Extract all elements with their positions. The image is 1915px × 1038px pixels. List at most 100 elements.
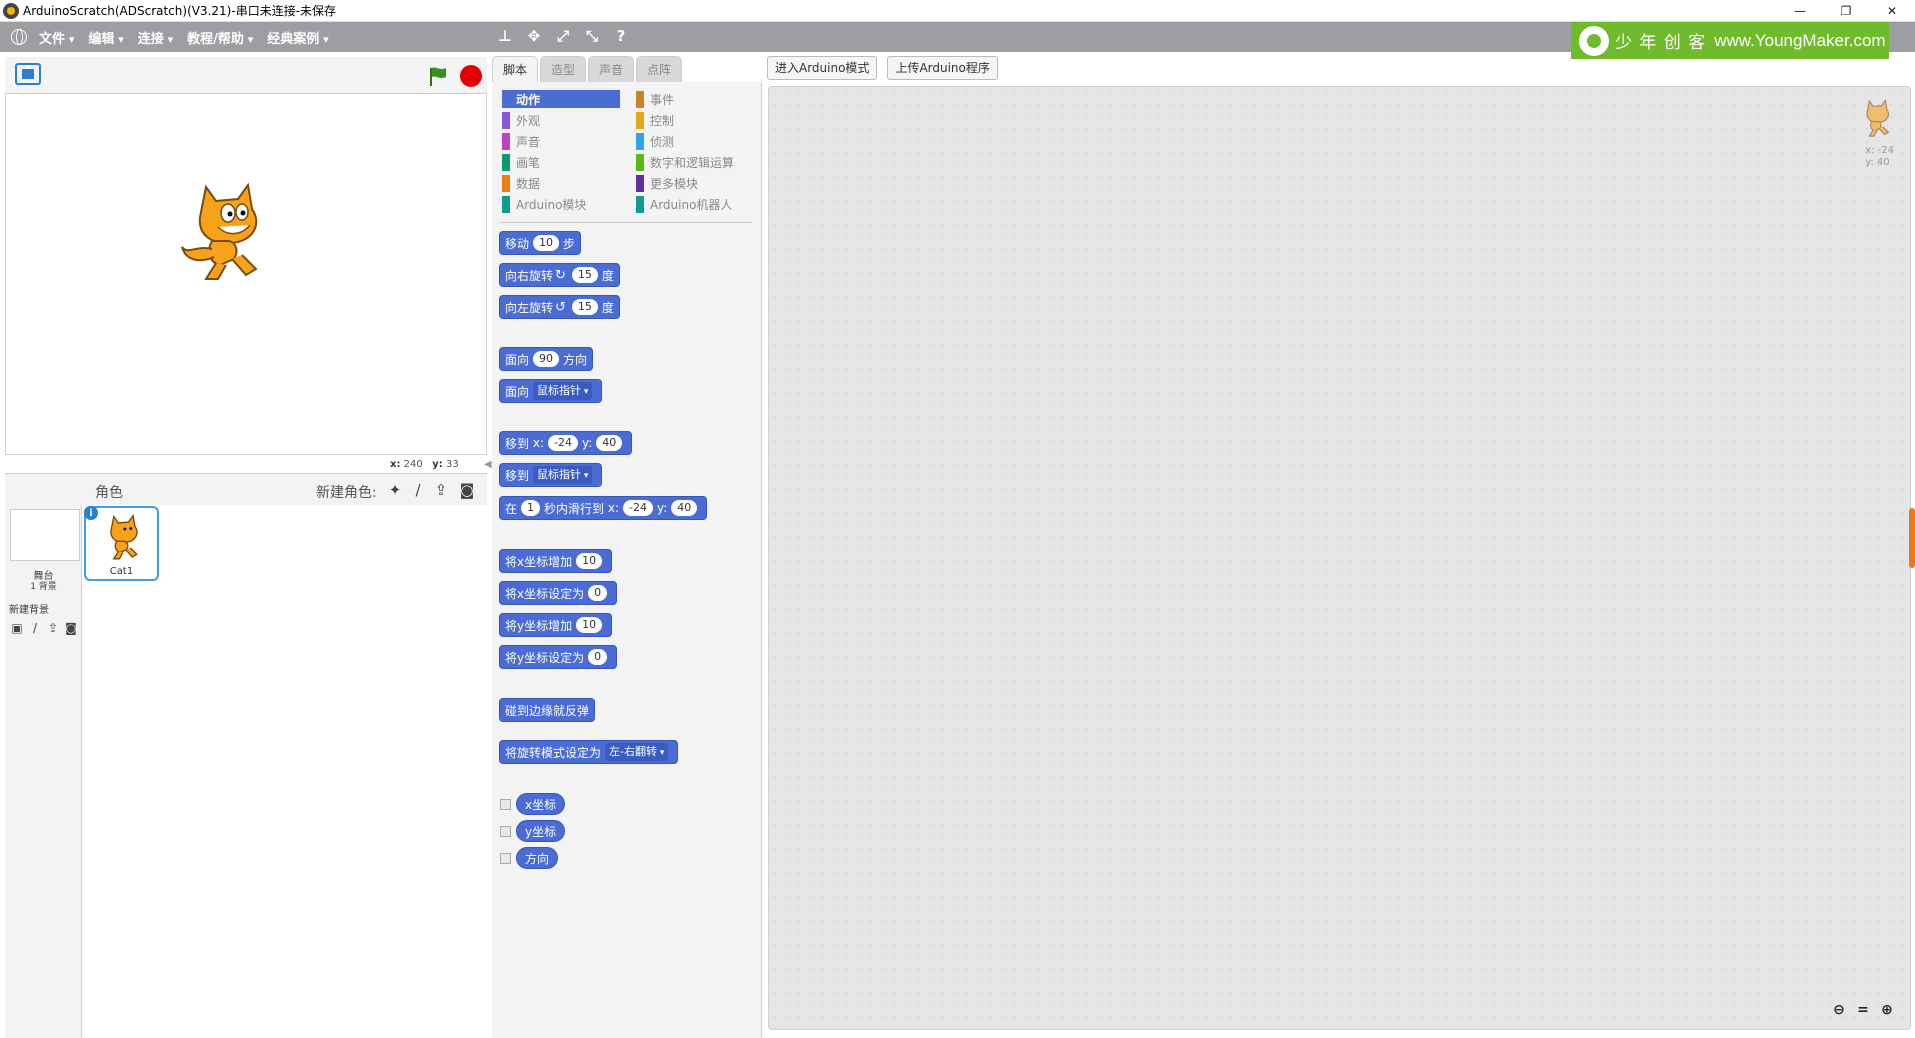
tab-sounds[interactable]: 声音 [588,56,635,83]
menu-edit[interactable]: 编辑 [88,28,123,47]
sprite-pane-header: 角色 新建角色: ✦ / ⇪ ◙ [5,473,487,505]
category-control[interactable]: 控制 [636,111,674,129]
mouse-y: 33 [446,459,459,470]
green-flag-icon[interactable] [427,65,449,87]
cut-icon[interactable]: ✥ [527,27,541,45]
checkbox-y-position[interactable] [500,826,511,837]
category-motion[interactable]: 动作 [502,90,620,108]
stamp-icon[interactable]: ⊥ [498,27,512,45]
checkbox-x-position[interactable] [500,799,511,810]
scrollbar-handle[interactable] [1909,508,1915,568]
menu-file[interactable]: 文件 [39,28,74,47]
stage-canvas[interactable] [5,93,487,455]
reporter-x-position[interactable]: x坐标 [516,793,566,815]
current-sprite-icon [1866,98,1890,137]
category-more-blocks[interactable]: 更多模块 [636,174,698,192]
minimize-icon[interactable]: — [1794,4,1806,18]
menu-connect[interactable]: 连接 [138,28,173,47]
block-goto[interactable]: 移到鼠标指针 [499,463,603,487]
menu-examples[interactable]: 经典案例 [267,28,328,47]
block-rotation-style[interactable]: 将旋转模式设定为左-右翻转 [499,740,679,764]
paint-backdrop-icon[interactable]: / [32,621,38,635]
sprite-name: Cat1 [109,566,134,577]
stop-icon[interactable] [460,65,482,87]
category-operators[interactable]: 数字和逻辑运算 [636,153,734,171]
upload-arduino-button[interactable]: 上传Arduino程序 [887,56,998,80]
info-icon[interactable]: i [84,506,98,520]
help-icon[interactable]: ? [616,27,626,45]
choose-sprite-icon[interactable]: ✦ [388,481,402,499]
window-controls: — ❐ ✕ [1777,0,1915,22]
stage-coords: x: 240 y: 33 [390,459,459,470]
backdrop-count: 1 背景 [30,582,57,592]
cursor-tools: ⊥ ✥ ⤢ ⤡ ? [496,27,630,45]
sprite-list: i Cat1 [83,505,487,1038]
checkbox-direction[interactable] [500,853,511,864]
category-events[interactable]: 事件 [636,90,674,108]
rotation-style-dropdown[interactable]: 左-右翻转 [605,743,669,761]
zoom-in-icon[interactable]: ⊕ [1881,1002,1893,1018]
window-title: ArduinoScratch(ADScratch)(V3.21)-串口未连接-未… [23,4,337,18]
upload-sprite-icon[interactable]: ⇪ [434,481,448,499]
arduino-mode-button[interactable]: 进入Arduino模式 [767,56,878,80]
choose-backdrop-icon[interactable]: ▣ [11,621,23,635]
collapse-stage-icon[interactable]: ◀ [484,459,492,470]
sprite-tile-cat1[interactable]: i Cat1 [84,506,159,581]
reporter-direction[interactable]: 方向 [516,847,559,869]
brand-banner: 少 年 创 客 www.YoungMaker.com [1571,22,1889,59]
stage-selector[interactable]: 舞台 1 背景 新建背景 ▣ / ⇪ ◙ [5,505,82,1038]
category-arduino-modules[interactable]: Arduino模块 [502,195,586,213]
brand-url: www.YoungMaker.com [1714,30,1886,50]
sprite-position: x: -24 y: 40 [1865,145,1894,169]
goto-dropdown[interactable]: 鼠标指针 [533,466,593,484]
zoom-reset-icon[interactable]: = [1857,1002,1869,1018]
category-arduino-robot[interactable]: Arduino机器人 [636,195,732,213]
point-towards-dropdown[interactable]: 鼠标指针 [533,382,593,400]
turn-right-icon: ↻ [555,267,566,283]
upload-backdrop-icon[interactable]: ⇪ [47,621,59,635]
script-area[interactable]: x: -24 y: 40 ⊖ = ⊕ [768,86,1911,1030]
tab-matrix[interactable]: 点阵 [636,56,683,83]
restore-icon[interactable]: ❐ [1840,4,1852,18]
category-data[interactable]: 数据 [502,174,540,192]
new-backdrop-label: 新建背景 [9,605,49,616]
camera-backdrop-icon[interactable]: ◙ [65,621,77,635]
arduino-buttons: 进入Arduino模式 上传Arduino程序 [767,56,998,80]
camera-sprite-icon[interactable]: ◙ [459,481,475,499]
zoom-controls: ⊖ = ⊕ [1830,1001,1896,1019]
grow-icon[interactable]: ⤢ [556,27,569,45]
zoom-out-icon[interactable]: ⊖ [1833,1002,1845,1018]
new-sprite-label: 新建角色: [316,485,377,501]
stage-thumbnail[interactable] [10,509,80,561]
block-bounce[interactable]: 碰到边缘就反弹 [499,698,596,722]
category-sound[interactable]: 声音 [502,132,540,150]
category-looks[interactable]: 外观 [502,111,540,129]
close-icon[interactable]: ✕ [1886,4,1898,18]
category-sensing[interactable]: 侦测 [636,132,674,150]
shrink-icon[interactable]: ⤡ [585,27,598,45]
cat-sprite-icon[interactable] [176,179,276,284]
block-point-towards[interactable]: 面向鼠标指针 [499,379,603,403]
paint-sprite-icon[interactable]: / [415,481,421,499]
language-globe-icon[interactable] [11,29,27,45]
fullscreen-icon[interactable] [15,63,41,85]
editor-tabs: 脚本 造型 声音 点阵 [492,56,684,83]
category-pen[interactable]: 画笔 [502,153,540,171]
tab-costumes[interactable]: 造型 [540,56,587,83]
sprite-y: y: 40 [1865,157,1890,168]
cat-thumbnail-icon [110,513,138,560]
tab-scripts[interactable]: 脚本 [492,56,539,83]
brand-logo-icon [1579,25,1609,56]
menu-help[interactable]: 教程/帮助 [187,28,253,47]
reporter-y-position[interactable]: y坐标 [516,820,566,842]
